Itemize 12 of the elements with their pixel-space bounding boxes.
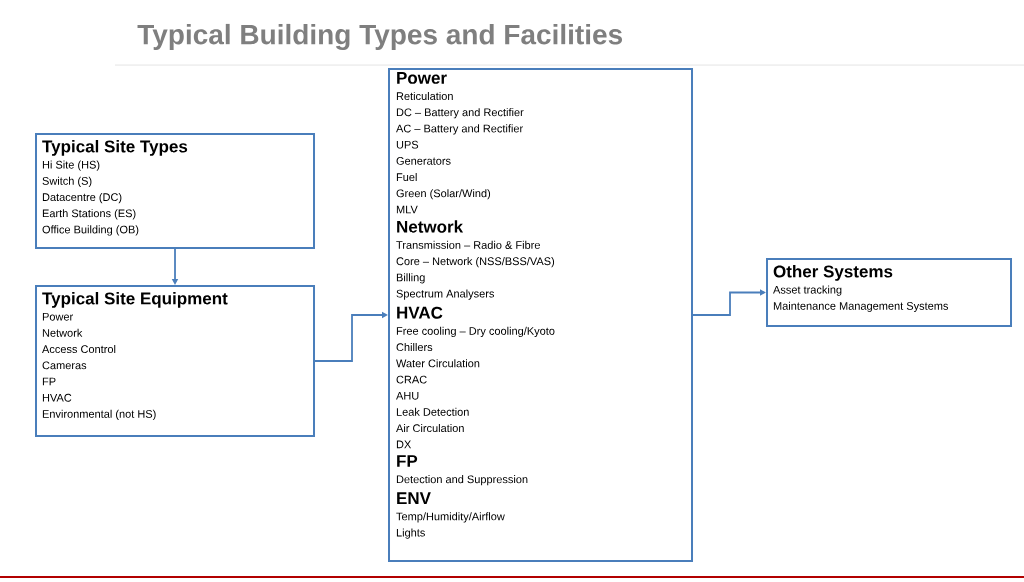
text-section: Power Reticulation DC – Battery and Rectifier AC – Battery and Rectifier UPS Generators Fuel Green (Solar/Wind) MLV bbox=[396, 72, 524, 214]
text-section: FP Detection and Suppression bbox=[396, 455, 528, 486]
arrow bbox=[692, 289, 766, 316]
arrow bbox=[314, 311, 388, 362]
text-box: Other Systems Asset tracking Maintenance Management Systems bbox=[766, 258, 1012, 327]
text-box: Typical Site Equipment Power Network Access Control Cameras FP HVAC Environmental (not HS) bbox=[35, 285, 315, 437]
text-box bbox=[388, 68, 693, 562]
text-section: ENV Temp/Humidity/Airflow Lights bbox=[396, 492, 505, 539]
text-section: HVAC Free cooling – Dry cooling/Kyoto Chillers Water Circulation CRAC AHU Leak Detection Air Circulation DX bbox=[396, 306, 555, 449]
title: Typical Building Types and Facilities bbox=[137, 23, 623, 51]
text-box: Typical Site Types Hi Site (HS) Switch (S) Datacentre (DC) Earth Stations (ES) Office Building (OB) bbox=[35, 133, 315, 249]
text-section: Network Transmission – Radio & Fibre Core – Network (NSS/BSS/VAS) Billing Spectrum Analysers bbox=[396, 220, 555, 300]
